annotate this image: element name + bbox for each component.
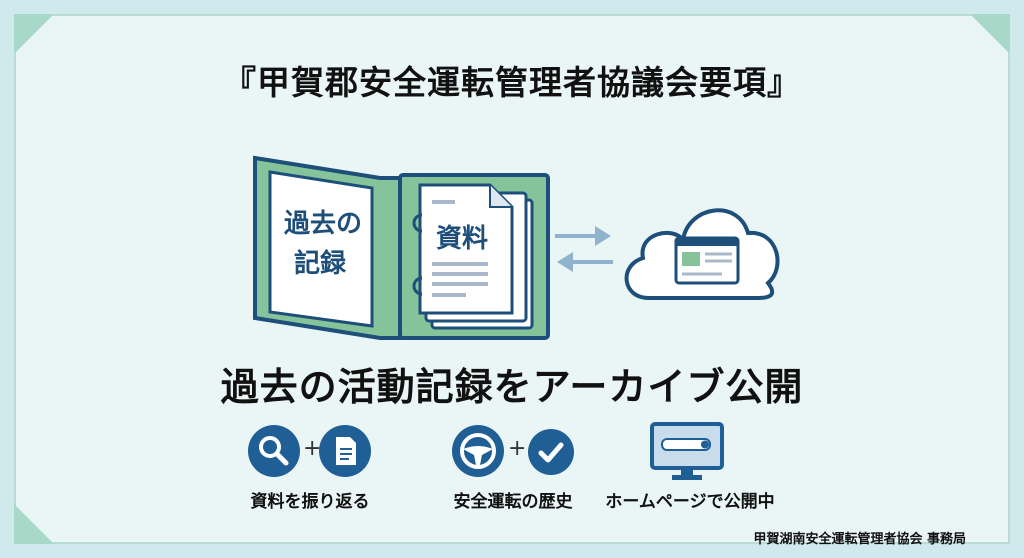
plus-sign: +	[303, 436, 322, 461]
feature-label-history: 安全運転の歴史	[453, 492, 573, 512]
svg-text:資料: 資料	[436, 224, 488, 254]
binder-illustration: 過去の 記録 資料	[253, 155, 550, 340]
cloud-browser-icon	[624, 208, 780, 300]
page-title: 『甲賀郡安全運転管理者協議会要項』	[223, 63, 801, 102]
feature-label-published: ホームページで公開中	[605, 492, 775, 512]
svg-text:過去の: 過去の	[284, 209, 362, 239]
svg-text:記録: 記録	[294, 248, 347, 279]
corner-decoration	[14, 14, 1010, 544]
checkmark-icon	[528, 429, 574, 475]
headline: 過去の活動記録をアーカイブ公開	[220, 365, 804, 409]
search-icon	[248, 425, 300, 477]
footer-organization: 甲賀湖南安全運転管理者協会 事務局	[753, 532, 966, 547]
document-icon	[319, 425, 371, 477]
monitor-search-icon	[650, 422, 724, 480]
steering-wheel-icon	[452, 425, 504, 477]
plus-sign: +	[508, 436, 527, 461]
feature-label-review: 資料を振り返る	[250, 492, 370, 512]
sync-arrows-icon	[555, 226, 613, 272]
